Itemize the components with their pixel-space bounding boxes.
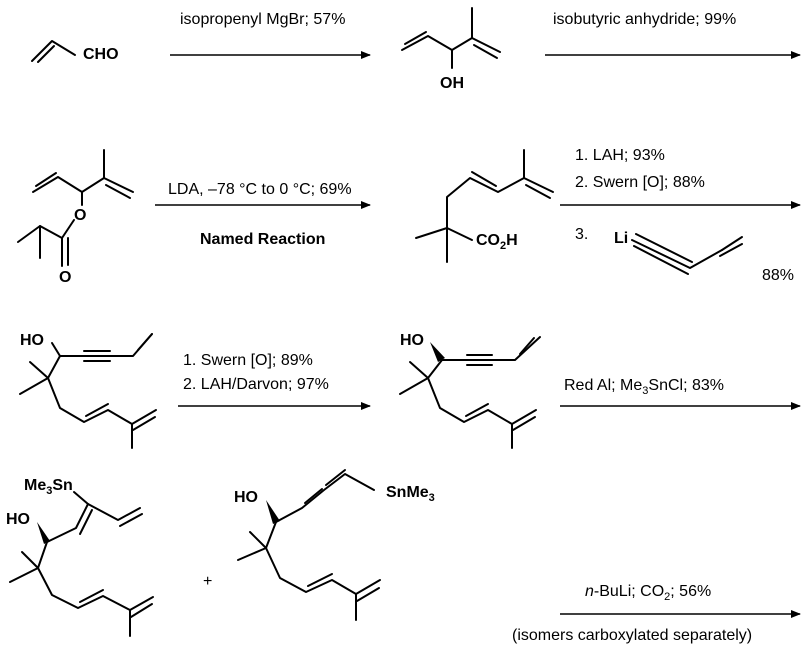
plus-sign: +	[203, 573, 212, 590]
reaction-arrow-4: 1. LAH; 93% 2. Swern [O]; 88% 3. Li 88%	[560, 147, 801, 284]
atom-co2h-label: CO2H	[476, 232, 518, 252]
reagent-label-3: LDA, –78 °C to 0 °C; 69%	[168, 181, 352, 198]
named-reaction-label: Named Reaction	[200, 231, 325, 248]
atom-ho-label: HO	[20, 332, 44, 349]
reagent-label-5-step2: 2. LAH/Darvon; 97%	[183, 376, 329, 393]
allenylstannane-structure: HO SnMe3	[234, 469, 435, 621]
diene-alcohol-structure: OH	[401, 7, 501, 92]
reagent-label-5-step1: 1. Swern [O]; 89%	[183, 352, 313, 369]
reagent-label-2: isobutyric anhydride; 99%	[553, 11, 736, 28]
atom-me3sn-label: Me3Sn	[24, 477, 73, 497]
reaction-arrow-1: isopropenyl MgBr; 57%	[170, 11, 371, 59]
atom-ho-label: HO	[6, 511, 30, 528]
reaction-arrow-5: 1. Swern [O]; 89% 2. LAH/Darvon; 97%	[178, 352, 371, 410]
reagent-label-6: Red Al; Me3SnCl; 83%	[564, 377, 724, 397]
atom-oh-label: OH	[440, 75, 464, 92]
reagent-label-4-step3: 3.	[575, 226, 588, 243]
atom-o-label: O	[74, 207, 86, 224]
atom-snme3-label: SnMe3	[386, 484, 435, 504]
atom-ho-label: HO	[400, 332, 424, 349]
propargylic-alcohol-structure: HO	[19, 332, 157, 449]
reagent-label-4-step2: 2. Swern [O]; 88%	[575, 174, 705, 191]
dienoic-acid-structure: CO2H	[415, 149, 554, 263]
reaction-arrow-3: LDA, –78 °C to 0 °C; 69% Named Reaction	[155, 181, 371, 248]
reagent-label-4-yield: 88%	[762, 267, 794, 284]
reaction-arrow-6: Red Al; Me3SnCl; 83%	[560, 377, 801, 410]
vinylstannane-structure: Me3Sn HO	[6, 477, 154, 637]
chiral-propargylic-alcohol-structure: HO	[399, 332, 541, 449]
acrolein-structure: CHO	[31, 40, 119, 63]
reagent-label-1: isopropenyl MgBr; 57%	[180, 11, 345, 28]
atom-ho-label: HO	[234, 489, 258, 506]
reagent-label-7: n-BuLi; CO2; 56%	[585, 583, 711, 603]
reaction-arrow-2: isobutyric anhydride; 99%	[545, 11, 801, 59]
reaction-arrow-7: n-BuLi; CO2; 56% (isomers carboxylated s…	[512, 583, 801, 644]
atom-o-label: O	[59, 269, 71, 286]
isobutyrate-ester-structure: O O	[17, 149, 134, 286]
reagent-label-4-step1: 1. LAH; 93%	[575, 147, 665, 164]
atom-li-label: Li	[614, 230, 628, 247]
atom-cho-label: CHO	[83, 46, 119, 63]
reagent-note-7: (isomers carboxylated separately)	[512, 627, 752, 644]
